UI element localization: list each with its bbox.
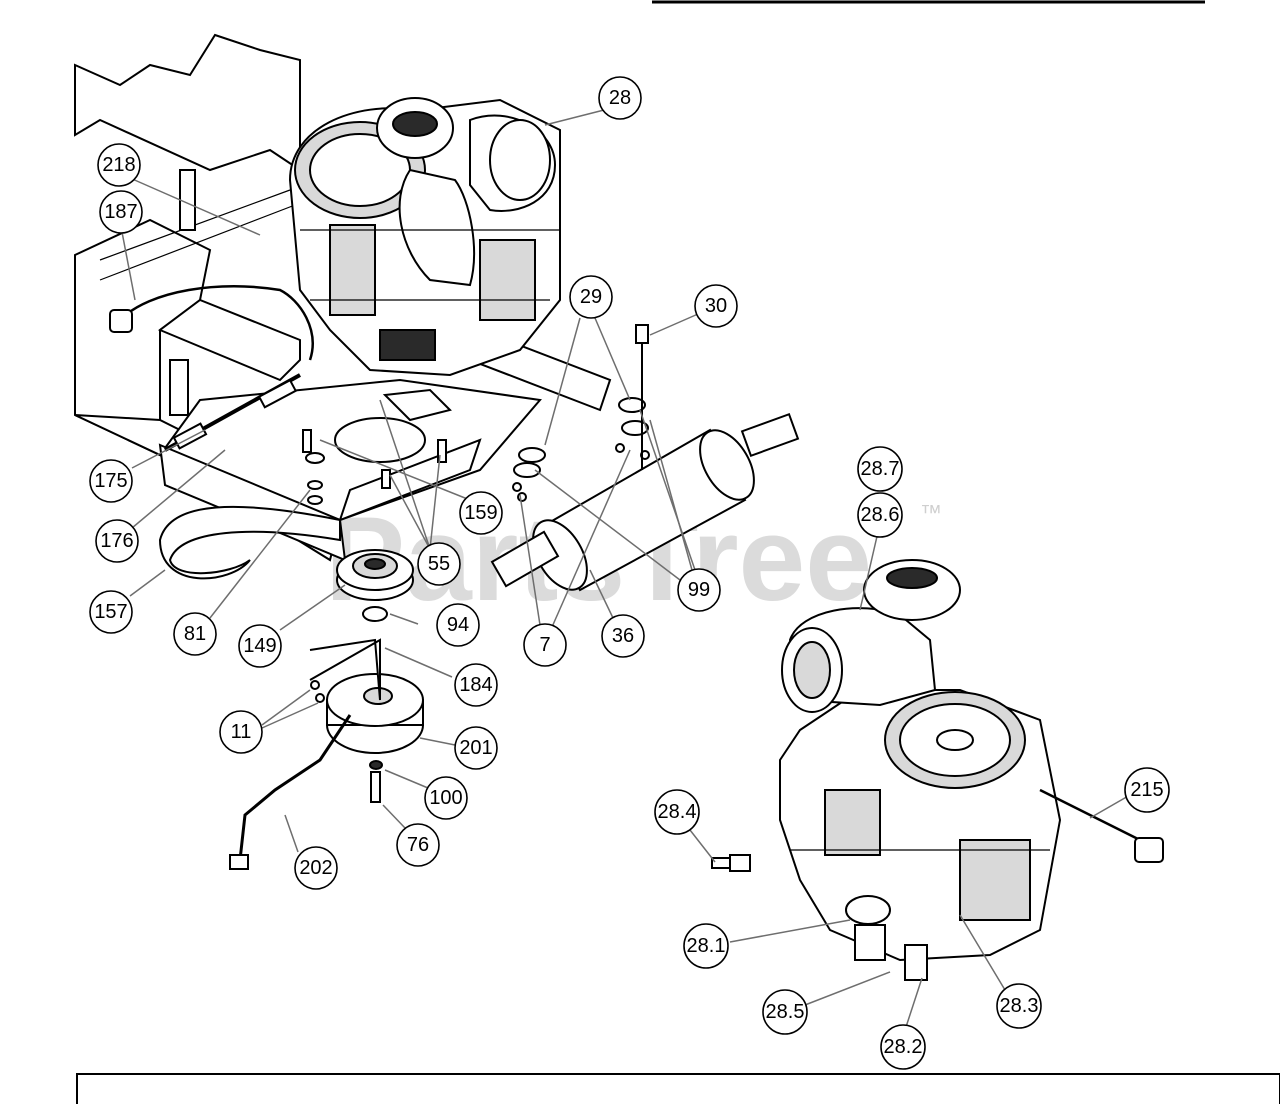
callout-28-5: 28.5 — [762, 989, 808, 1035]
callout-176: 176 — [95, 519, 139, 563]
callout-94: 94 — [436, 603, 480, 647]
callout-7: 7 — [523, 623, 567, 667]
watermark-trademark: ™ — [920, 500, 942, 525]
callout-218: 218 — [97, 143, 141, 187]
callout-100: 100 — [424, 776, 468, 820]
svg-text:215: 215 — [1130, 779, 1163, 801]
callout-159: 159 — [459, 491, 503, 535]
drive-belt — [158, 505, 341, 580]
callout-175: 175 — [89, 459, 133, 503]
svg-text:202: 202 — [299, 857, 332, 879]
svg-text:28: 28 — [609, 87, 631, 109]
spark-plug — [711, 854, 751, 872]
svg-text:28.3: 28.3 — [1000, 995, 1039, 1017]
svg-text:81: 81 — [184, 623, 206, 645]
callout-55: 55 — [417, 542, 461, 586]
engine-main — [288, 97, 561, 377]
svg-text:184: 184 — [459, 674, 492, 696]
leader-lines — [121, 109, 1131, 1031]
clutch-bracket — [309, 638, 381, 701]
bottom-frame — [76, 1073, 1280, 1104]
svg-text:176: 176 — [100, 530, 133, 552]
svg-text:28.5: 28.5 — [766, 1001, 805, 1023]
svg-text:28.2: 28.2 — [884, 1036, 923, 1058]
engine-detail — [779, 559, 1062, 981]
svg-text:28.4: 28.4 — [658, 801, 697, 823]
svg-text:11: 11 — [231, 721, 252, 743]
callout-76: 76 — [396, 823, 440, 867]
muffler — [490, 412, 800, 592]
svg-text:36: 36 — [612, 625, 634, 647]
callout-30: 30 — [694, 284, 738, 328]
callout-99: 99 — [677, 568, 721, 612]
svg-text:7: 7 — [539, 634, 550, 656]
svg-text:187: 187 — [104, 201, 137, 223]
callout-28: 28 — [598, 76, 642, 120]
callout-215: 215 — [1124, 767, 1170, 813]
svg-text:28.6: 28.6 — [861, 504, 900, 526]
svg-text:28.1: 28.1 — [687, 935, 726, 957]
spacer-washer — [362, 606, 388, 622]
callout-81: 81 — [173, 612, 217, 656]
engine-harness — [1039, 788, 1141, 842]
svg-text:76: 76 — [407, 834, 429, 856]
callout-202: 202 — [294, 846, 338, 890]
callout-184: 184 — [454, 663, 498, 707]
svg-text:149: 149 — [243, 635, 276, 657]
svg-text:201: 201 — [459, 737, 492, 759]
svg-text:94: 94 — [447, 614, 469, 636]
callout-28-4: 28.4 — [654, 789, 700, 835]
svg-text:157: 157 — [94, 601, 127, 623]
callout-201: 201 — [454, 726, 498, 770]
svg-text:218: 218 — [102, 154, 135, 176]
callout-28-2: 28.2 — [880, 1024, 926, 1070]
svg-text:159: 159 — [464, 502, 497, 524]
callout-157: 157 — [89, 590, 133, 634]
callout-28-6: 28.6 — [857, 492, 903, 538]
engine-pulley — [336, 549, 414, 601]
svg-text:30: 30 — [705, 295, 727, 317]
callout-28-1: 28.1 — [683, 923, 729, 969]
wire-harness — [119, 285, 314, 361]
callout-29: 29 — [569, 275, 613, 319]
clutch-bolt — [370, 771, 381, 803]
svg-text:175: 175 — [94, 470, 127, 492]
svg-text:29: 29 — [580, 286, 602, 308]
callout-36: 36 — [601, 614, 645, 658]
dipstick — [635, 324, 649, 470]
pto-clutch — [326, 673, 424, 754]
svg-text:28.7: 28.7 — [861, 458, 900, 480]
svg-text:99: 99 — [688, 579, 710, 601]
callout-11: 11 — [219, 710, 263, 754]
svg-text:100: 100 — [429, 787, 462, 809]
callout-28-7: 28.7 — [857, 446, 903, 492]
svg-text:55: 55 — [428, 553, 450, 575]
callout-187: 187 — [99, 190, 143, 234]
callout-28-3: 28.3 — [996, 983, 1042, 1029]
callout-149: 149 — [238, 624, 282, 668]
clutch-wire — [238, 714, 352, 861]
